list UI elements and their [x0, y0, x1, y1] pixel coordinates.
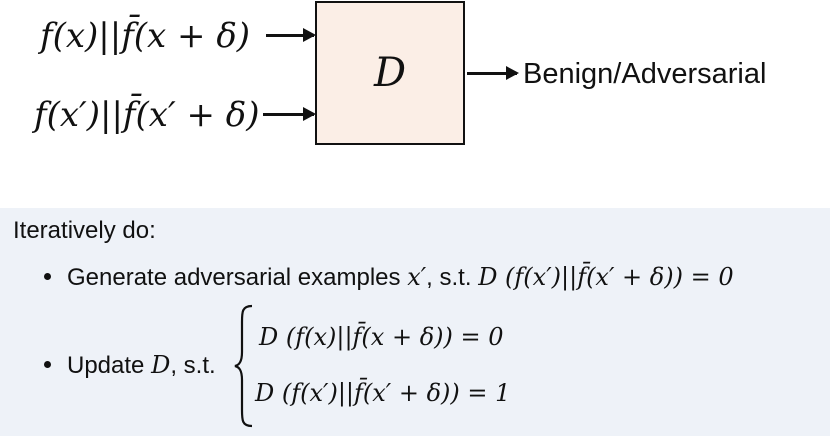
bullet-dot — [44, 273, 51, 281]
step-generate-equation: D (f(x′)||f̄(x′ + δ)) = 0 — [478, 263, 734, 291]
step-generate-var: x′ — [407, 263, 427, 291]
input-arrow-clean — [266, 28, 316, 42]
output-label: Benign/Adversarial — [523, 58, 767, 90]
step-update: Update D, s.t. — [44, 350, 216, 381]
update-equation-adversarial: D (f(x′)||f̄(x′ + δ)) = 1 — [255, 379, 511, 407]
discriminator-label: D — [373, 50, 407, 96]
output-arrow — [467, 66, 519, 80]
step-generate: Generate adversarial examples x′, s.t. D… — [44, 262, 734, 293]
input-label-adversarial: f(x′)||f̄(x′ + δ) — [34, 95, 260, 135]
step-generate-st: , s.t. — [426, 264, 472, 291]
input-label-clean: f(x)||f̄(x + δ) — [40, 16, 251, 56]
discriminator-box: D — [315, 1, 465, 145]
update-equation-clean: D (f(x)||f̄(x + δ)) = 0 — [259, 323, 504, 351]
bullet-dot — [44, 361, 51, 369]
input-arrow-adversarial — [263, 107, 316, 121]
procedure-panel: Iteratively do: Generate adversarial exa… — [0, 208, 830, 436]
procedure-title: Iteratively do: — [13, 217, 156, 244]
left-curly-brace — [234, 304, 253, 428]
step-update-st: , s.t. — [170, 352, 216, 379]
step-generate-text: Generate adversarial examples — [67, 264, 401, 291]
step-update-var: D — [151, 351, 171, 379]
step-update-text: Update — [67, 352, 145, 379]
